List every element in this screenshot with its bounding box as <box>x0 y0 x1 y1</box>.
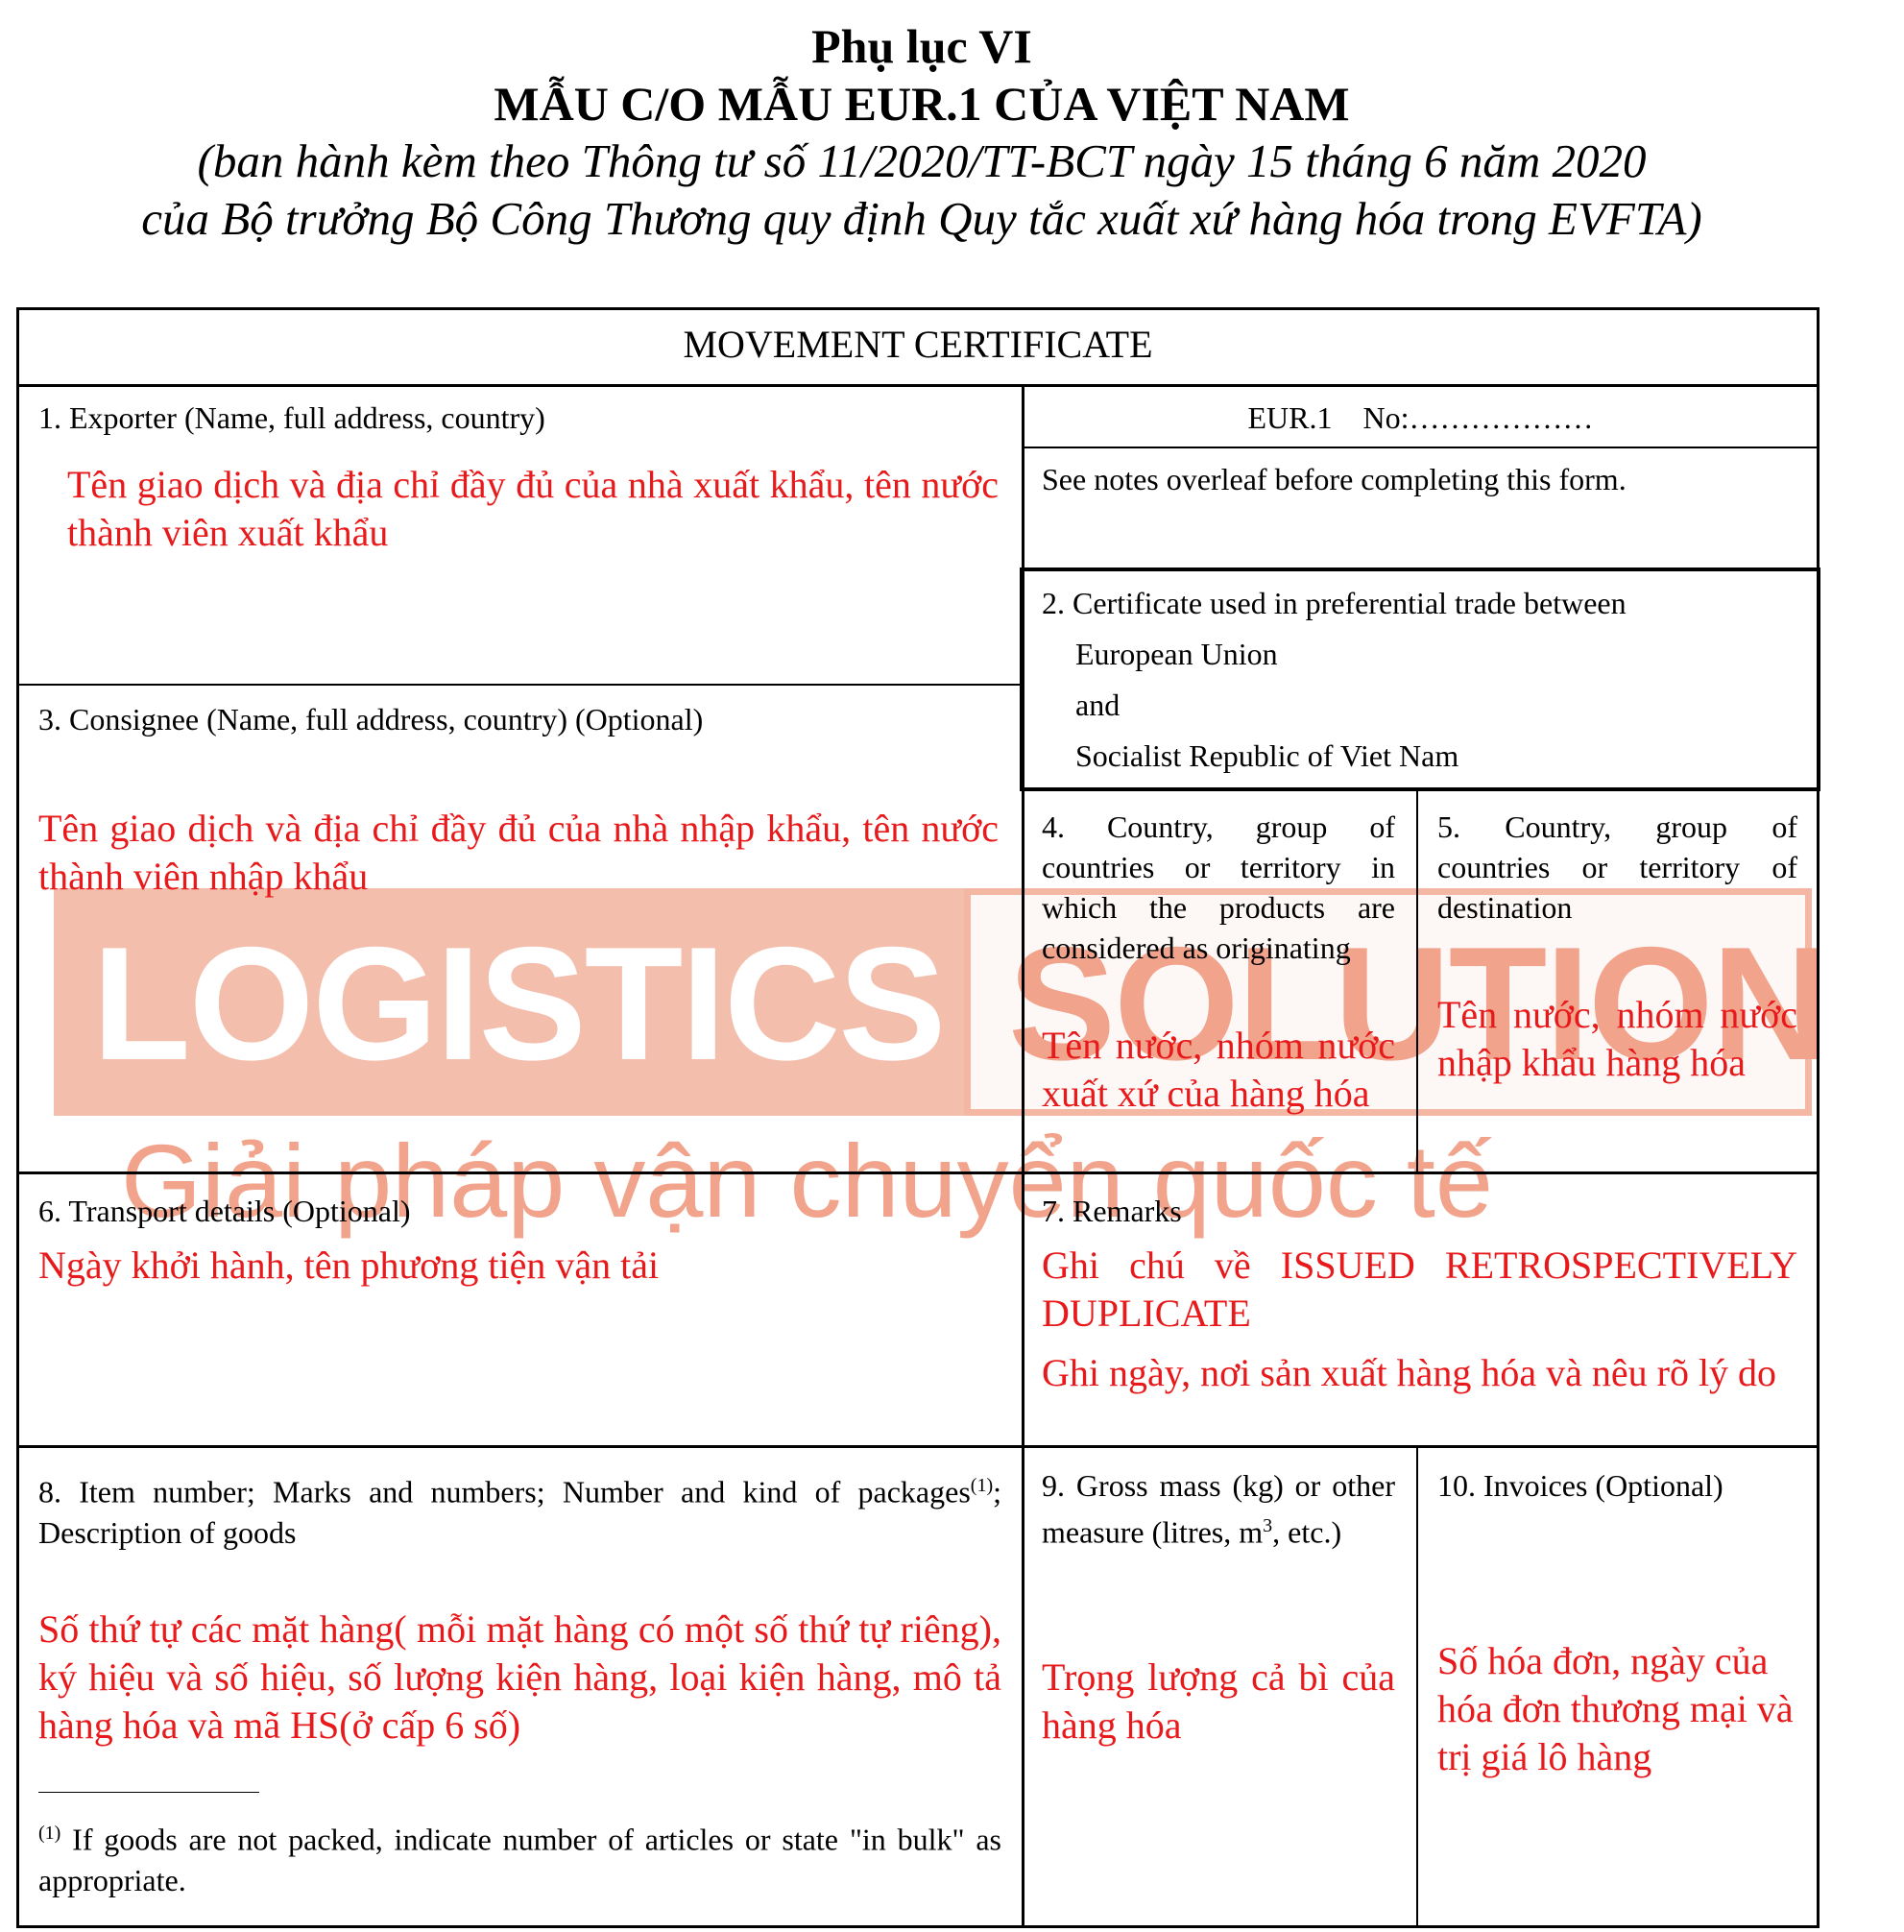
box8-footnote: (1) If goods are not packed, indicate nu… <box>38 1813 1001 1900</box>
box9-label-text-1: 9. Gross mass (kg) or other measure (lit… <box>1042 1468 1395 1550</box>
box2-and: and <box>1075 688 1121 722</box>
border-bottom <box>16 1925 1820 1928</box>
border-top <box>16 307 1820 310</box>
watermark-tagline: Giải pháp vận chuyển quốc tế <box>121 1123 1493 1239</box>
box7-label: 7. Remarks <box>1042 1194 1182 1228</box>
footnote-text: If goods are not packed, indicate number… <box>38 1822 1002 1897</box>
box6-label: 6. Transport details (Optional) <box>38 1194 411 1228</box>
box5-note: Tên nước, nhóm nước nhập khẩu hàng hóa <box>1437 993 1797 1084</box>
box8-note: Số thứ tự các mặt hàng( mỗi mặt hàng có … <box>38 1607 1001 1747</box>
document-header: Phụ lục VI MẪU C/O MẪU EUR.1 CỦA VIỆT NA… <box>0 17 1844 248</box>
eur-no-divider <box>1022 447 1820 448</box>
see-notes-text: See notes overleaf before completing thi… <box>1042 462 1627 496</box>
box4-note: Tên nước, nhóm nước xuất xứ của hàng hóa <box>1042 1024 1395 1115</box>
box2-frame <box>1020 568 1820 791</box>
box1-bottom <box>16 684 1024 686</box>
footnote-marker: (1) <box>38 1823 61 1844</box>
row4-divider <box>16 1445 1820 1448</box>
box3-label: 3. Consignee (Name, full address, countr… <box>38 702 704 737</box>
box1-label: 1. Exporter (Name, full address, country… <box>38 400 545 435</box>
subtitle-line-2: của Bộ trưởng Bộ Công Thương quy định Qu… <box>141 192 1702 245</box>
box4-label: 4. Country, group of countries or territ… <box>1042 809 1395 965</box>
box9-label: 9. Gross mass (kg) or other measure (lit… <box>1042 1465 1395 1553</box>
box8-label: 8. Item number; Marks and numbers; Numbe… <box>38 1465 1001 1553</box>
box7-note-2: Ghi ngày, nơi sản xuất hàng hóa và nêu r… <box>1042 1351 1777 1394</box>
watermark-logistics: LOGISTICS <box>92 913 946 1094</box>
column-divider <box>1022 384 1024 1928</box>
box6-note: Ngày khởi hành, tên phương tiện vận tải <box>38 1244 660 1287</box>
title-divider <box>16 384 1820 387</box>
appendix-title: Phụ lục VI <box>811 19 1032 73</box>
footnote-rule <box>38 1792 259 1793</box>
eur1-number: EUR.1 No:……………… <box>1247 400 1594 435</box>
box1-note: Tên giao dịch và địa chỉ đầy đủ của nhà … <box>67 463 999 554</box>
box4-5-divider <box>1416 790 1418 1173</box>
box9-superscript: 3 <box>1263 1515 1273 1536</box>
box5-label: 5. Country, group of countries or territ… <box>1437 809 1797 925</box>
box2-party1: European Union <box>1075 637 1278 671</box>
box7-note-1: Ghi chú về ISSUED RETROSPECTIVELY DUPLIC… <box>1042 1244 1797 1335</box>
box2-party2: Socialist Republic of Viet Nam <box>1075 738 1459 773</box>
box10-note: Số hóa đơn, ngày của hóa đơn thương mại … <box>1437 1639 1794 1778</box>
form-title: MẪU C/O MẪU EUR.1 CỦA VIỆT NAM <box>494 77 1350 131</box>
border-right <box>1817 307 1820 1928</box>
box9-label-text-2: , etc.) <box>1272 1514 1342 1550</box>
box9-10-divider <box>1416 1445 1418 1928</box>
box10-label: 10. Invoices (Optional) <box>1437 1468 1723 1503</box>
row3-divider <box>16 1171 1820 1174</box>
box9-note: Trọng lượng cả bì của hàng hóa <box>1042 1655 1395 1747</box>
movement-certificate-title: MOVEMENT CERTIFICATE <box>683 323 1153 366</box>
border-left <box>16 307 19 1928</box>
watermark-solution-box <box>964 888 1812 1116</box>
box2-label: 2. Certificate used in preferential trad… <box>1042 586 1627 620</box>
box8-footnote-ref: (1) <box>970 1475 994 1496</box>
box8-label-text-1: 8. Item number; Marks and numbers; Numbe… <box>38 1474 971 1509</box>
box8-label-text-2: ; Description of goods <box>38 1474 1001 1550</box>
box3-note: Tên giao dịch và địa chỉ đầy đủ của nhà … <box>38 807 999 898</box>
subtitle-line-1: (ban hành kèm theo Thông tư số 11/2020/T… <box>197 134 1647 187</box>
